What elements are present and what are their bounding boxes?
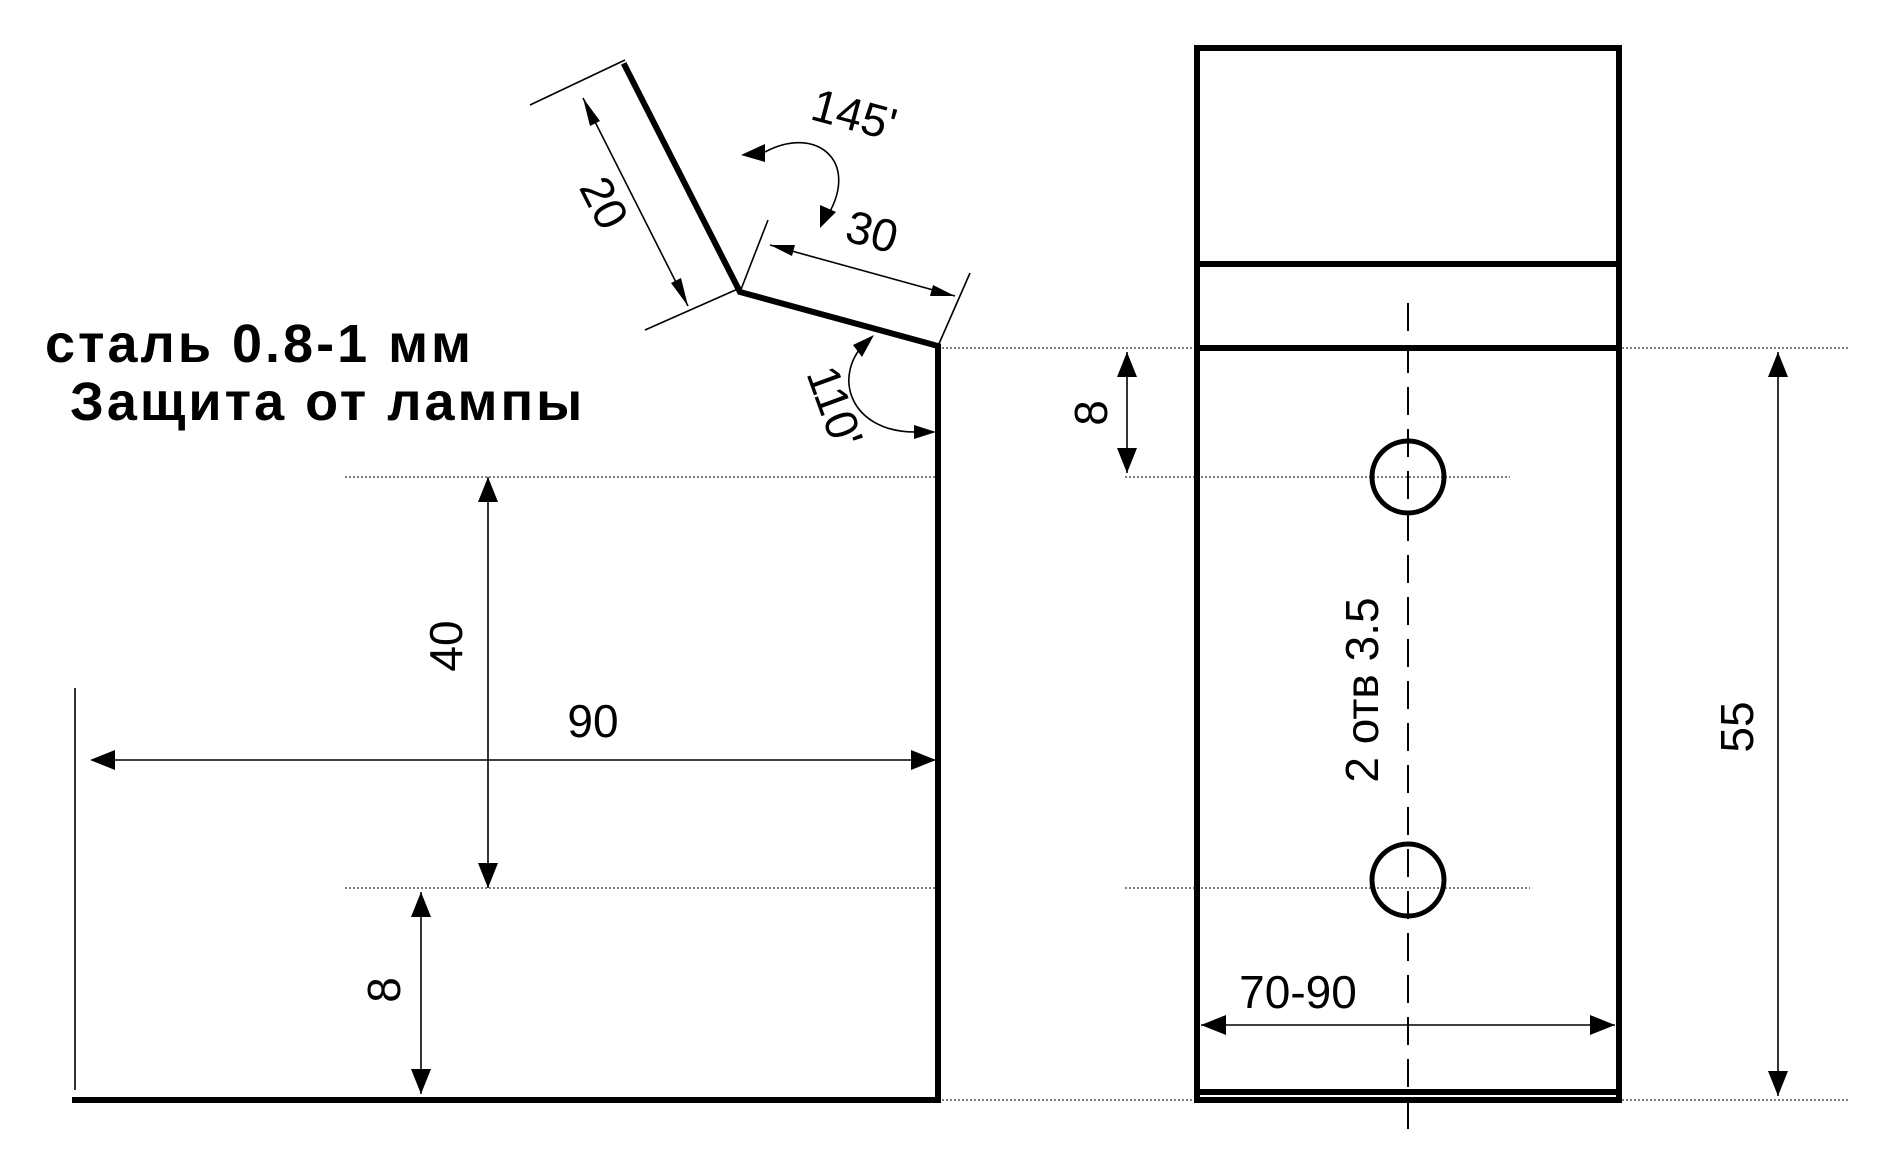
dim-70-90-arrow-left <box>1201 1015 1226 1035</box>
dim-90-arrow-right <box>911 750 936 770</box>
dim-20-value: 20 <box>569 168 639 237</box>
dim-70-90-arrow-right <box>1590 1015 1615 1035</box>
dim-30-arrow-right <box>930 285 955 296</box>
dim-30-arrow-left <box>770 245 795 256</box>
mounting-hole-lower <box>1369 841 1447 919</box>
dim-8-top-arrow-bottom <box>1117 448 1137 473</box>
dim-30-line <box>769 244 956 297</box>
mounting-hole-upper <box>1369 438 1447 516</box>
dim-70-90-value: 70-90 <box>1239 966 1357 1018</box>
angle-110-arrow-bottom <box>914 425 936 439</box>
angle-145-arrow-left <box>741 144 765 162</box>
dim-30-value: 30 <box>841 200 904 263</box>
side-profile <box>72 61 941 1103</box>
angle-145-arrow-right <box>820 205 836 228</box>
dim-55-arrow-bottom <box>1768 1071 1788 1096</box>
dim-20-ext-top <box>529 59 626 106</box>
angle-145-value: 145' <box>806 78 902 150</box>
dim-20-line <box>582 97 689 307</box>
dim-40-arrow-top <box>478 477 498 502</box>
angle-110-arrow-top <box>853 335 874 357</box>
dim-20-arrow-bottom <box>671 278 688 306</box>
front-view: 2 отв 3.5 8 55 70-90 <box>1065 45 1788 1142</box>
dim-20-ext-bottom <box>644 287 741 331</box>
side-view: 20 30 145' 110' 40 90 8 <box>72 59 1850 1103</box>
dim-8-top-arrow-top <box>1117 352 1137 377</box>
front-plate-outline <box>1194 45 1622 1103</box>
dim-40-value: 40 <box>420 620 472 671</box>
dim-30-ext-right <box>937 272 971 347</box>
dim-20-arrow-top <box>583 98 600 126</box>
dim-8-bottom-arrow-bottom <box>411 1069 431 1094</box>
material-label: сталь 0.8-1 мм <box>45 314 474 374</box>
holes-label: 2 отв 3.5 <box>1336 597 1388 782</box>
dim-90-arrow-left <box>90 750 115 770</box>
dim-8-top-value: 8 <box>1065 400 1117 426</box>
angle-110-arc <box>848 339 916 433</box>
dim-30-ext-left <box>739 219 769 293</box>
dim-55-arrow-top <box>1768 352 1788 377</box>
angle-145-arc <box>764 141 840 216</box>
part-name-label: Защита от лампы <box>70 372 585 432</box>
dim-8-bottom-value: 8 <box>358 977 410 1003</box>
dim-90-value: 90 <box>567 695 618 747</box>
dim-40-arrow-bottom <box>478 863 498 888</box>
angle-110-value: 110' <box>797 359 874 454</box>
dim-55-value: 55 <box>1711 701 1763 752</box>
dim-8-bottom-arrow-top <box>411 892 431 917</box>
